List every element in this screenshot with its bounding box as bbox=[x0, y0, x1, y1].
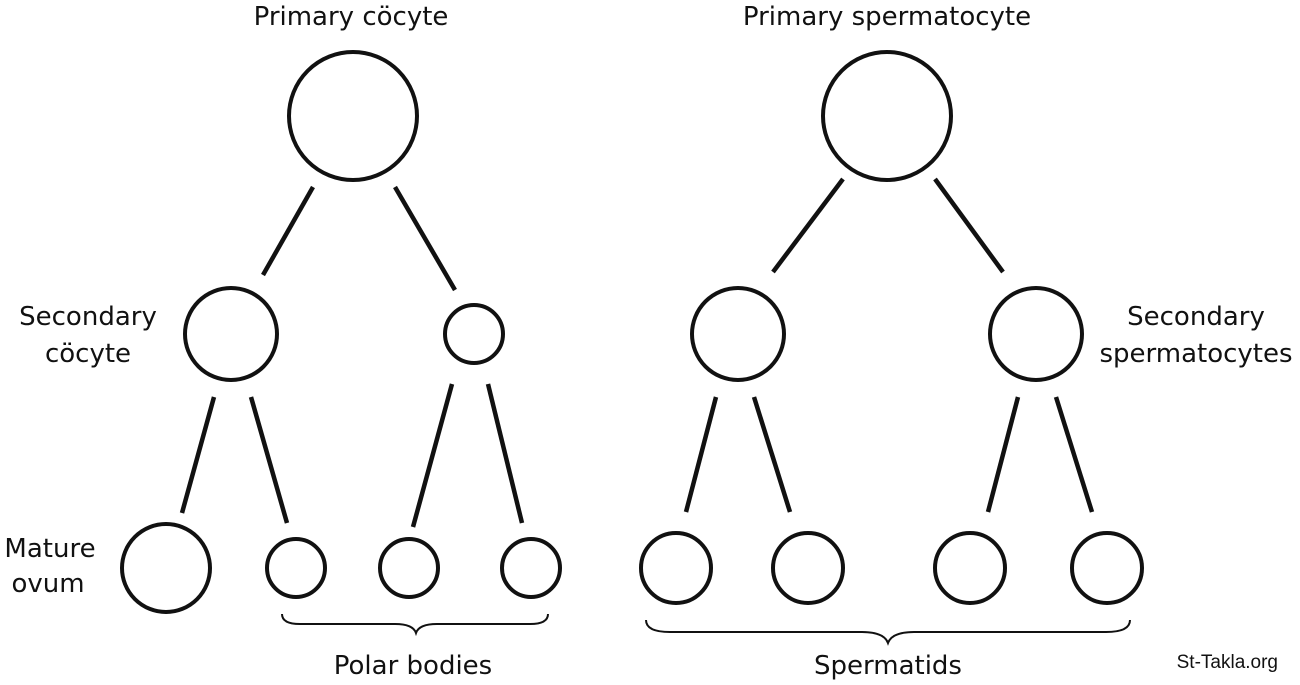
link-first-polar-body-to-polar-body-left bbox=[410, 383, 455, 528]
secondary-spermatocyte-cell bbox=[690, 286, 786, 382]
mature-ovum-cell bbox=[120, 522, 212, 614]
link-primary-oocyte-to-first-polar-body bbox=[393, 185, 457, 292]
link-secondary-spermatocyte-to-spermatid bbox=[683, 396, 719, 513]
secondary-oocyte-label-line1: Secondary bbox=[19, 302, 157, 332]
polar-bodies-label: Polar bodies bbox=[334, 651, 492, 681]
primary-oocyte-label: Primary cöcyte bbox=[254, 2, 449, 32]
spermatid-cell bbox=[771, 531, 845, 605]
mature-ovum-label-line1: Mature bbox=[4, 534, 95, 564]
oogenesis-tree: Primary cöcyte Secondary cöcyte Mature o… bbox=[4, 2, 562, 681]
spermatids-brace bbox=[645, 619, 1131, 646]
watermark-text: St-Takla.org bbox=[1177, 652, 1278, 673]
link-secondary-oocyte-to-ovum bbox=[179, 396, 217, 514]
first-polar-body-cell bbox=[443, 303, 505, 365]
spermatid-cell bbox=[639, 531, 713, 605]
primary-spermatocyte-cell bbox=[821, 50, 953, 182]
secondary-oocyte-label-line2: cöcyte bbox=[45, 339, 131, 369]
primary-spermatocyte-label: Primary spermatocyte bbox=[743, 2, 1031, 32]
polar-body-cell bbox=[500, 537, 562, 599]
link-primary-spermatocyte-to-secondary-left bbox=[771, 177, 845, 274]
polar-body-cell bbox=[378, 537, 440, 599]
link-secondary-oocyte-to-polar-body bbox=[248, 396, 290, 524]
secondary-spermatocyte-cell bbox=[988, 286, 1084, 382]
link-secondary-spermatocyte-to-spermatid bbox=[985, 396, 1021, 513]
link-first-polar-body-to-polar-body-right bbox=[485, 383, 525, 524]
secondary-oocyte-cell bbox=[183, 286, 279, 382]
polar-body-cell bbox=[265, 537, 327, 599]
spermatogenesis-tree: Primary spermatocyte Secondary spermatoc… bbox=[639, 2, 1293, 681]
link-secondary-spermatocyte-to-spermatid bbox=[751, 396, 793, 513]
link-secondary-spermatocyte-to-spermatid bbox=[1053, 396, 1095, 513]
polar-bodies-brace bbox=[281, 613, 549, 637]
secondary-spermatocytes-label-line2: spermatocytes bbox=[1099, 339, 1292, 369]
primary-oocyte-cell bbox=[287, 50, 419, 182]
link-primary-oocyte-to-secondary-oocyte bbox=[261, 185, 315, 277]
mature-ovum-label-line2: ovum bbox=[11, 569, 84, 599]
secondary-spermatocytes-label-line1: Secondary bbox=[1127, 302, 1265, 332]
link-primary-spermatocyte-to-secondary-right bbox=[933, 177, 1005, 274]
spermatids-label: Spermatids bbox=[814, 651, 962, 681]
spermatid-cell bbox=[933, 531, 1007, 605]
spermatid-cell bbox=[1070, 531, 1144, 605]
